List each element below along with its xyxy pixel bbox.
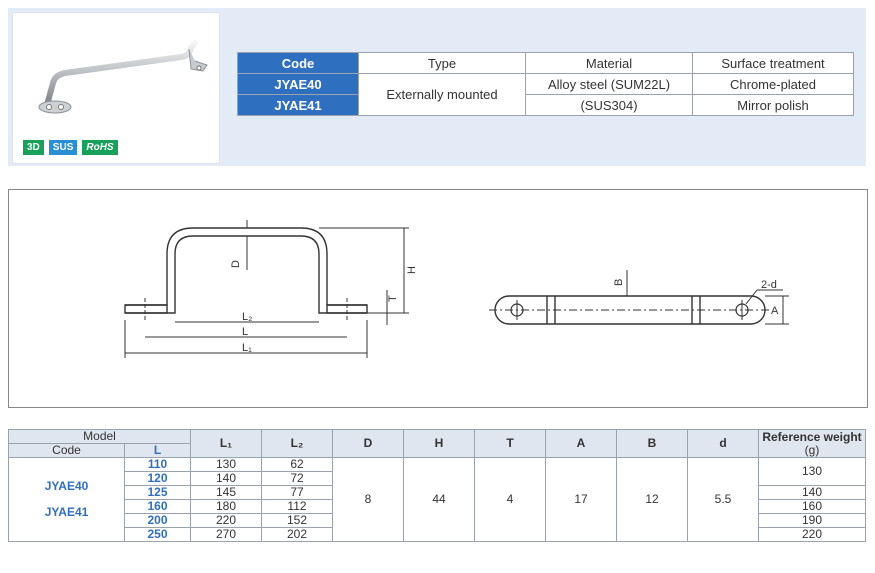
dim-l1-value: 220	[190, 513, 262, 528]
badge-3d: 3D	[23, 140, 44, 155]
dim-weight-value: 140	[758, 485, 866, 500]
dim-t-value: 4	[474, 457, 546, 542]
dimension-table: Model L₁ L₂ D H T A B d Reference weight…	[8, 429, 866, 542]
spec-header-code: Code	[237, 52, 359, 74]
handle-photo	[38, 40, 208, 114]
label-D: D	[230, 260, 242, 268]
badge-row: 3D SUS RoHS	[23, 140, 118, 155]
dim-b-value: 12	[616, 457, 688, 542]
dim-header-a: A	[545, 429, 617, 458]
spec-code: JYAE41	[237, 94, 359, 116]
dim-weight-value: 220	[758, 527, 866, 542]
dim-l1-value: 145	[190, 485, 262, 500]
spec-material: Alloy steel (SUM22L)	[525, 73, 693, 95]
label-2d: 2-d	[761, 279, 777, 291]
dim-code: JYAE40	[44, 479, 89, 493]
label-H: H	[406, 266, 418, 274]
dim-header-d: D	[332, 429, 404, 458]
dim-l-value: 120	[124, 471, 191, 486]
badge-rohs: RoHS	[82, 140, 118, 155]
dim-header-d-small: d	[687, 429, 759, 458]
spec-material: (SUS304)	[525, 94, 693, 116]
spec-header-surface: Surface treatment	[692, 52, 854, 74]
dim-l2-value: 202	[261, 527, 333, 542]
side-view-inner	[125, 227, 367, 306]
dim-l2-value: 62	[261, 457, 333, 472]
dim-l2-value: 77	[261, 485, 333, 500]
dim-l-value: 250	[124, 527, 191, 542]
dim-a-value: 17	[545, 457, 617, 542]
dim-l2-value: 152	[261, 513, 333, 528]
dim-l-value: 125	[124, 485, 191, 500]
dim-l1-value: 270	[190, 527, 262, 542]
badge-sus: SUS	[48, 140, 78, 155]
dim-header-weight: Reference weight(g)	[758, 429, 866, 458]
spec-surface: Chrome-plated	[692, 73, 854, 95]
weight-header-label: Reference weight	[762, 429, 862, 444]
spec-header-material: Material	[525, 52, 693, 74]
product-photo-panel: 3D SUS RoHS	[12, 12, 220, 164]
dim-d-small-value: 5.5	[687, 457, 759, 542]
side-view-outline	[125, 235, 367, 314]
dim-header-l1: L₁	[190, 429, 262, 458]
dim-header-t: T	[474, 429, 546, 458]
label-A: A	[771, 305, 779, 317]
weight-header-unit: (g)	[804, 442, 820, 457]
technical-drawing: D H T L₂ L L₁ B	[8, 189, 868, 408]
dim-code: JYAE41	[44, 505, 89, 519]
label-L: L	[242, 326, 248, 338]
dim-l1-value: 130	[190, 457, 262, 472]
label-L2: L₂	[242, 311, 252, 323]
dim-l-value: 160	[124, 499, 191, 514]
dim-d-value: 8	[332, 457, 404, 542]
dim-header-model: Model	[8, 429, 191, 444]
dim-header-h: H	[403, 429, 475, 458]
spec-type: Externally mounted	[358, 73, 526, 116]
dim-l-value: 110	[124, 457, 191, 472]
dim-weight-value: 130	[758, 457, 866, 486]
left-foot	[124, 304, 168, 314]
dim-header-code: Code	[8, 443, 125, 458]
label-T: T	[387, 295, 399, 302]
dim-h-value: 44	[403, 457, 475, 542]
drawing-svg: D H T L₂ L L₁ B	[124, 220, 789, 358]
spec-code: JYAE40	[237, 73, 359, 95]
dim-l2-value: 112	[261, 499, 333, 514]
dim-weight-value: 190	[758, 513, 866, 528]
spec-surface: Mirror polish	[692, 94, 854, 116]
dim-header-b: B	[616, 429, 688, 458]
spec-header-type: Type	[358, 52, 526, 74]
spec-table: Code Type Material Surface treatment JYA…	[237, 52, 854, 116]
dim-weight-value: 160	[758, 499, 866, 514]
dim-l1-value: 140	[190, 471, 262, 486]
dim-header-l: L	[124, 443, 191, 458]
dim-l2-value: 72	[261, 471, 333, 486]
label-B: B	[613, 279, 625, 286]
dim-l1-value: 180	[190, 499, 262, 514]
dim-header-l2: L₂	[261, 429, 333, 458]
label-L1: L₁	[242, 342, 252, 354]
dim-l-value: 200	[124, 513, 191, 528]
